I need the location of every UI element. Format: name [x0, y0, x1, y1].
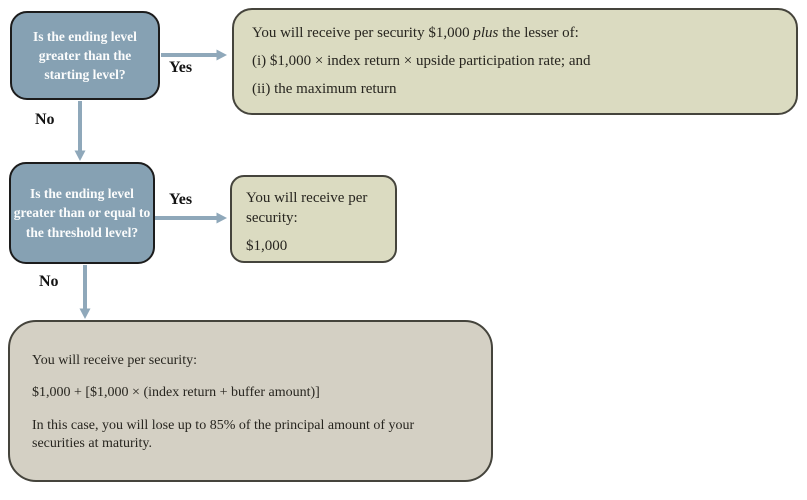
decision-2-text: Is the ending level greater than or equa…	[14, 184, 151, 241]
outcome-2-line-1: You will receive per	[246, 190, 368, 206]
outcome-1-line-2: (i) $1,000 × index return × upside parti…	[252, 52, 591, 69]
label-yes-1: Yes	[169, 59, 193, 76]
outcome-3-formula: $1,000 + [$1,000 × (index return + buffe…	[32, 385, 320, 401]
decision-1-text: Is the ending level greater than the sta…	[33, 27, 137, 84]
outcome-1-line-1: You will receive per security $1,000 plu…	[252, 23, 778, 45]
outcome-1-plus-italic: plus	[473, 25, 499, 41]
decision-box-threshold: Is the ending level greater than or equa…	[9, 162, 155, 264]
decision-box-ending-vs-starting: Is the ending level greater than the sta…	[10, 11, 160, 100]
outcome-2-line-2: security:	[246, 209, 298, 226]
label-yes-2: Yes	[169, 191, 193, 208]
decision-2-line: Is the ending level	[30, 186, 134, 202]
outcome-2-text: You will receive per security:	[246, 189, 381, 228]
label-no-2: No	[39, 273, 59, 290]
label-no-1: No	[35, 111, 55, 128]
outcome-3-loss-note-line-2: securities at maturity.	[32, 436, 152, 452]
outcome-3-loss-note: In this case, you will lose up to 85% of…	[32, 417, 477, 454]
outcome-box-par-payment: You will receive per security: $1,000	[230, 175, 397, 263]
outcome-3-line-1: You will receive per security:	[32, 353, 197, 368]
outcome-1-line-1-text: You will receive per security $1,000	[252, 25, 474, 41]
decision-2-line: greater than or equal to	[13, 205, 151, 221]
outcome-box-upside: You will receive per security $1,000 plu…	[232, 8, 798, 115]
decision-2-line: the threshold level?	[25, 224, 139, 240]
outcome-1-line-3: (ii) the maximum return	[252, 80, 397, 97]
decision-1-line: Is the ending level	[33, 28, 137, 44]
outcome-1-line-1-rest: the lesser of:	[498, 25, 579, 41]
outcome-2-amount: $1,000	[246, 238, 288, 254]
decision-1-line: greater than the	[38, 47, 132, 63]
outcome-box-loss: You will receive per security: $1,000 + …	[8, 320, 493, 482]
decision-1-line: starting level?	[44, 67, 126, 83]
outcome-3-loss-note-line-1: In this case, you will lose up to 85% of…	[32, 417, 415, 433]
